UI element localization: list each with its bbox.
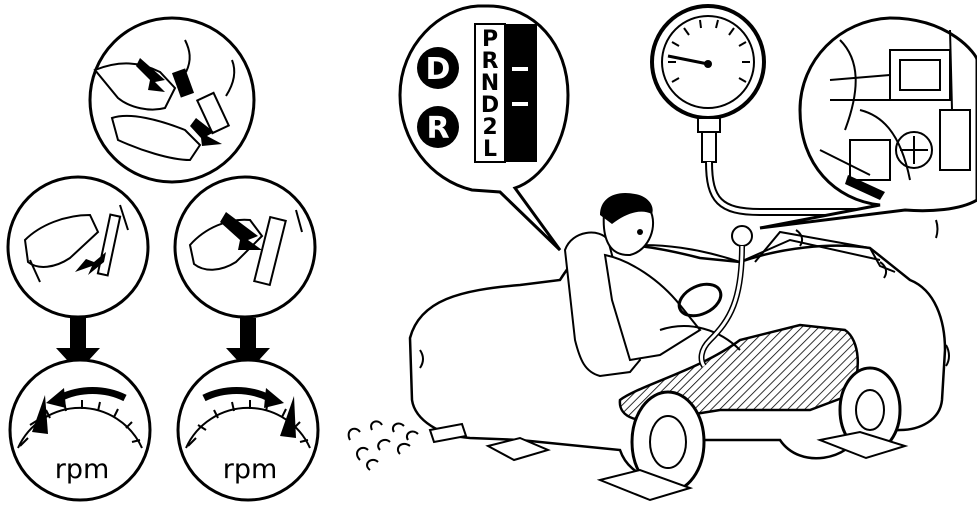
pedal-feet-detail <box>90 18 254 182</box>
transmission-detail-callout <box>760 18 977 228</box>
tachometer-left: rpm <box>10 360 150 500</box>
tachometer-right: rpm <box>178 360 318 500</box>
tachometer-left-label: rpm <box>55 454 110 485</box>
reverse-badge-label: R <box>426 111 449 146</box>
tachometer-right-label: rpm <box>223 454 278 485</box>
drive-badge-label: D <box>426 52 451 87</box>
car-illustration <box>410 193 949 500</box>
gear-selector-callout: D R P R N D 2 L <box>400 6 568 250</box>
exhaust-smoke <box>349 421 418 470</box>
pedal-detail-right <box>175 177 315 317</box>
selector-position-l: L <box>483 137 497 162</box>
pedal-detail-left <box>8 177 148 317</box>
